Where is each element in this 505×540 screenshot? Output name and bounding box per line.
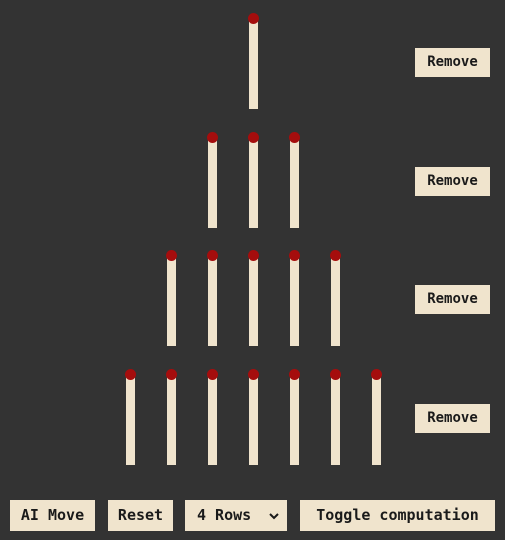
matchstick[interactable] bbox=[288, 250, 300, 346]
match-row-3 bbox=[0, 250, 505, 350]
matchstick-head bbox=[165, 250, 177, 261]
matchstick-head bbox=[329, 250, 341, 261]
matchstick-head bbox=[329, 369, 341, 380]
matchstick[interactable] bbox=[247, 250, 259, 346]
ai-move-button[interactable]: AI Move bbox=[10, 500, 95, 531]
matchstick-body bbox=[330, 375, 340, 465]
matchstick-head bbox=[247, 369, 259, 380]
toggle-computation-button[interactable]: Toggle computation bbox=[300, 500, 495, 531]
matchstick-body bbox=[207, 138, 217, 228]
matchstick-body bbox=[371, 375, 381, 465]
matchstick-body bbox=[248, 375, 258, 465]
matchstick-body bbox=[125, 375, 135, 465]
matchstick[interactable] bbox=[329, 250, 341, 346]
matchstick-head bbox=[288, 369, 300, 380]
matchstick-body bbox=[248, 138, 258, 228]
matchstick-body bbox=[289, 256, 299, 346]
matchstick-body bbox=[289, 138, 299, 228]
matchstick[interactable] bbox=[247, 13, 259, 109]
remove-button-row-3[interactable]: Remove bbox=[415, 285, 490, 314]
matchstick[interactable] bbox=[288, 132, 300, 228]
match-row-4 bbox=[0, 369, 505, 469]
matchstick[interactable] bbox=[165, 369, 177, 465]
matchstick-head bbox=[370, 369, 382, 380]
matchstick-head bbox=[288, 132, 300, 143]
matchstick[interactable] bbox=[329, 369, 341, 465]
rows-select[interactable]: 4 Rows bbox=[185, 500, 287, 531]
reset-button[interactable]: Reset bbox=[108, 500, 173, 531]
match-row-1 bbox=[0, 13, 505, 113]
matchstick-head bbox=[165, 369, 177, 380]
matchstick-body bbox=[330, 256, 340, 346]
chevron-down-icon bbox=[269, 513, 279, 520]
matchstick-head bbox=[124, 369, 136, 380]
remove-button-row-1[interactable]: Remove bbox=[415, 48, 490, 77]
matchstick[interactable] bbox=[247, 132, 259, 228]
matchstick-head bbox=[247, 13, 259, 24]
matchstick-body bbox=[207, 375, 217, 465]
matchstick-head bbox=[247, 132, 259, 143]
match-row-2 bbox=[0, 132, 505, 232]
matchstick-body bbox=[289, 375, 299, 465]
remove-button-row-2[interactable]: Remove bbox=[415, 167, 490, 196]
matchstick-head bbox=[206, 132, 218, 143]
remove-button-row-4[interactable]: Remove bbox=[415, 404, 490, 433]
matchstick-body bbox=[166, 375, 176, 465]
matchstick-head bbox=[206, 369, 218, 380]
matchstick[interactable] bbox=[124, 369, 136, 465]
matchstick-head bbox=[288, 250, 300, 261]
matchstick-head bbox=[206, 250, 218, 261]
rows-select-value: 4 Rows bbox=[197, 506, 252, 524]
matchstick[interactable] bbox=[165, 250, 177, 346]
matchstick-head bbox=[247, 250, 259, 261]
matchstick-body bbox=[166, 256, 176, 346]
matchstick[interactable] bbox=[206, 369, 218, 465]
matchstick[interactable] bbox=[206, 250, 218, 346]
matchstick[interactable] bbox=[206, 132, 218, 228]
matchstick-body bbox=[207, 256, 217, 346]
matchstick[interactable] bbox=[247, 369, 259, 465]
matchstick[interactable] bbox=[288, 369, 300, 465]
matchstick-body bbox=[248, 19, 258, 109]
matchstick[interactable] bbox=[370, 369, 382, 465]
matchstick-body bbox=[248, 256, 258, 346]
